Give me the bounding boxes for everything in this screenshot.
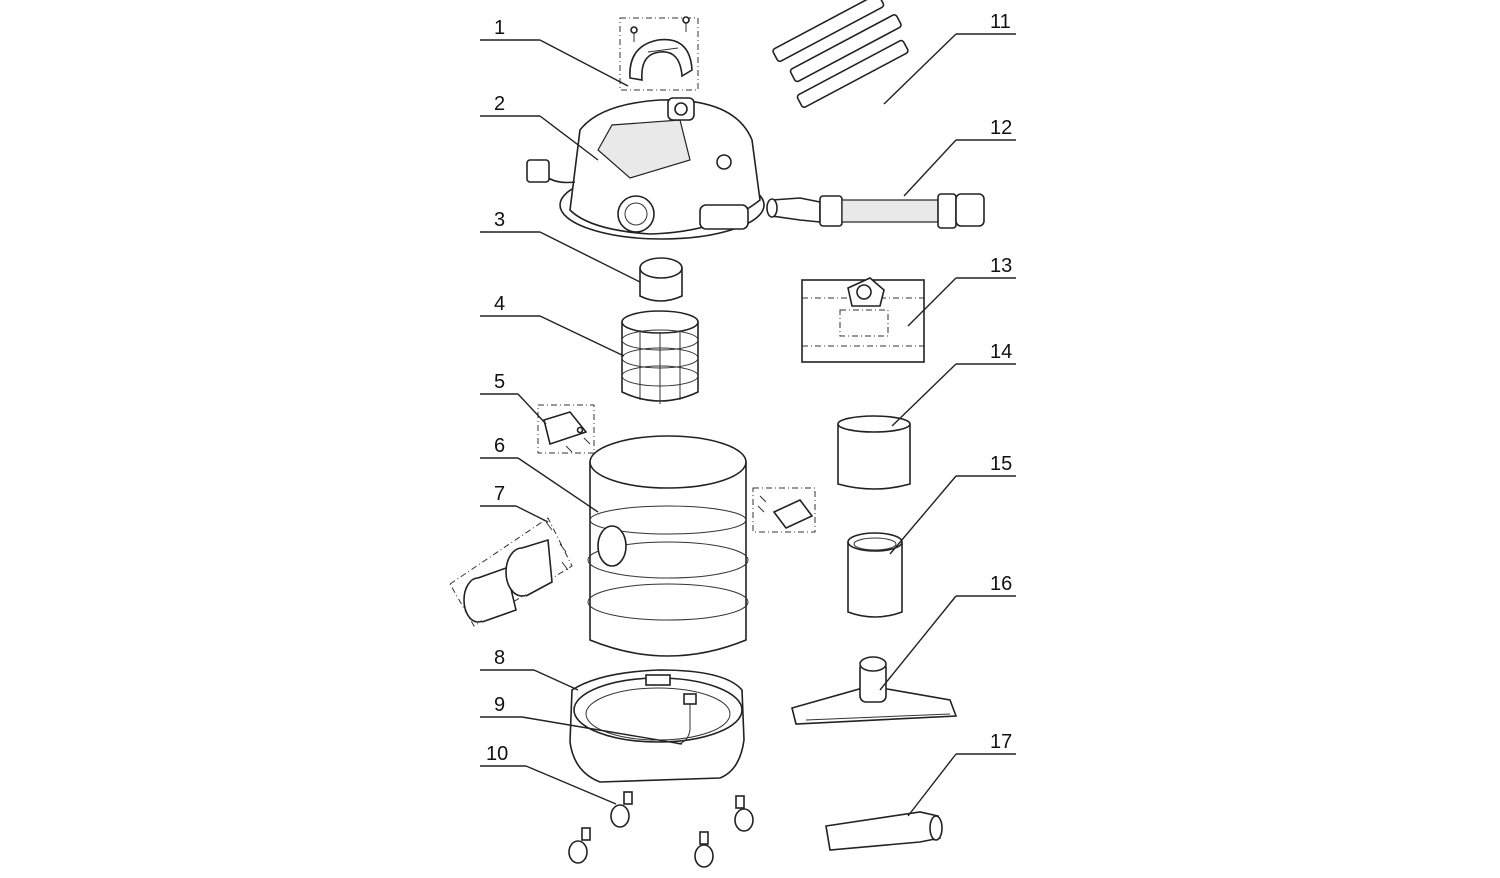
- part-floor-nozzle: [791, 656, 958, 725]
- callout-16: 16: [990, 573, 1012, 595]
- part-dust-bag: [801, 277, 925, 363]
- callout-14: 14: [990, 341, 1012, 363]
- part-cloth-filter: [837, 415, 911, 490]
- leader-lines: [480, 33, 1016, 817]
- callout-2: 2: [494, 93, 505, 115]
- callout-11: 11: [990, 11, 1011, 33]
- part-latch-right: [752, 487, 816, 533]
- part-foam-filter: [847, 532, 903, 618]
- callout-5: 5: [494, 371, 505, 393]
- callout-13: 13: [990, 255, 1012, 277]
- callout-3: 3: [494, 209, 505, 231]
- part-hose: [766, 193, 985, 229]
- callout-12: 12: [990, 117, 1012, 139]
- callout-7: 7: [494, 483, 505, 505]
- part-extension-tubes: [772, 0, 909, 108]
- callout-8: 8: [494, 647, 505, 669]
- callout-6: 6: [494, 435, 505, 457]
- callout-17: 17: [990, 731, 1012, 753]
- callout-1: 1: [494, 17, 505, 39]
- part-casters: [568, 791, 754, 868]
- part-inlet: [449, 517, 573, 627]
- part-motor-head: [526, 97, 765, 240]
- part-filter-cage: [621, 310, 699, 404]
- part-latch-left: [537, 404, 595, 454]
- part-handle: [619, 16, 699, 91]
- part-cap: [639, 257, 683, 302]
- callout-10: 10: [486, 743, 508, 765]
- callout-9: 9: [494, 694, 505, 716]
- callout-15: 15: [990, 453, 1012, 475]
- callout-4: 4: [494, 293, 505, 315]
- part-crevice-tool: [825, 811, 943, 851]
- part-tank: [587, 435, 749, 657]
- callout-labels: 1 2 3 4 5 6 7 8 9 10 11 12 13 14 15 16 1…: [486, 11, 1012, 765]
- part-base: [569, 669, 745, 783]
